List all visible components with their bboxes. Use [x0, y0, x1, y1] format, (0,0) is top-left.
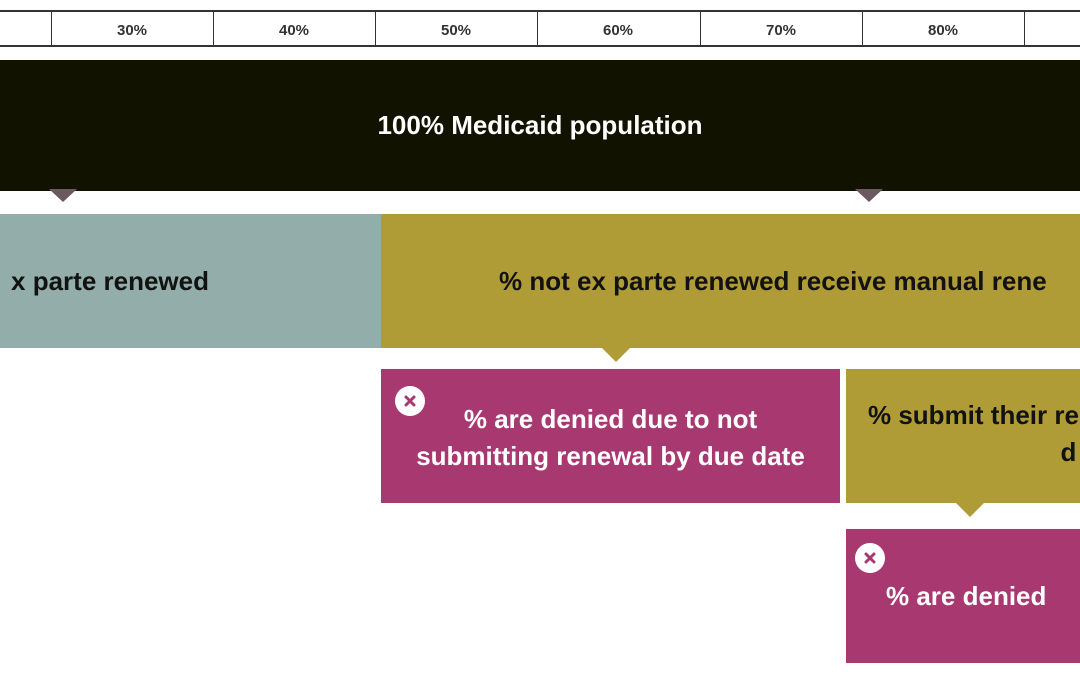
manual-renewal-box: % not ex parte renewed receive manual re…: [381, 214, 1080, 348]
pointer-arrow: [49, 189, 77, 202]
ruler-tick: [537, 12, 538, 45]
pointer-arrow: [855, 189, 883, 202]
ruler-label-60: 60%: [602, 22, 634, 39]
submit-renewal-line1: % submit their re: [868, 400, 1079, 430]
submit-renewal-box: % submit their re d: [846, 369, 1080, 503]
ruler-label-80: 80%: [927, 22, 959, 39]
x-circle-icon: [855, 543, 885, 573]
ruler-tick: [862, 12, 863, 45]
ruler-label-70: 70%: [765, 22, 797, 39]
denied-not-submitting-box: % are denied due to not submitting renew…: [381, 369, 840, 503]
submit-renewal-line2: d: [1060, 437, 1077, 467]
ruler-tick: [700, 12, 701, 45]
ruler-label-50: 50%: [440, 22, 472, 39]
ruler-tick: [51, 12, 52, 45]
ex-parte-renewed-label: x parte renewed: [11, 265, 209, 296]
medicaid-population-box: 100% Medicaid population: [0, 60, 1080, 191]
percent-ruler: 30% 40% 50% 60% 70% 80%: [0, 10, 1080, 47]
ruler-label-30: 30%: [116, 22, 148, 39]
ruler-label-40: 40%: [278, 22, 310, 39]
ruler-tick: [213, 12, 214, 45]
ex-parte-renewed-box: x parte renewed: [0, 214, 381, 348]
ruler-tick: [375, 12, 376, 45]
denied-box: % are denied: [846, 529, 1080, 663]
denied-not-submitting-line1: % are denied due to not: [463, 404, 758, 434]
x-circle-icon: [395, 386, 425, 416]
pointer-arrow: [602, 348, 630, 362]
denied-not-submitting-line2: submitting renewal by due date: [416, 441, 805, 471]
ruler-tick: [1024, 12, 1025, 45]
manual-renewal-label: % not ex parte renewed receive manual re…: [499, 265, 1047, 296]
medicaid-population-label: 100% Medicaid population: [377, 110, 703, 140]
pointer-arrow: [956, 503, 984, 517]
denied-label: % are denied: [886, 580, 1047, 611]
